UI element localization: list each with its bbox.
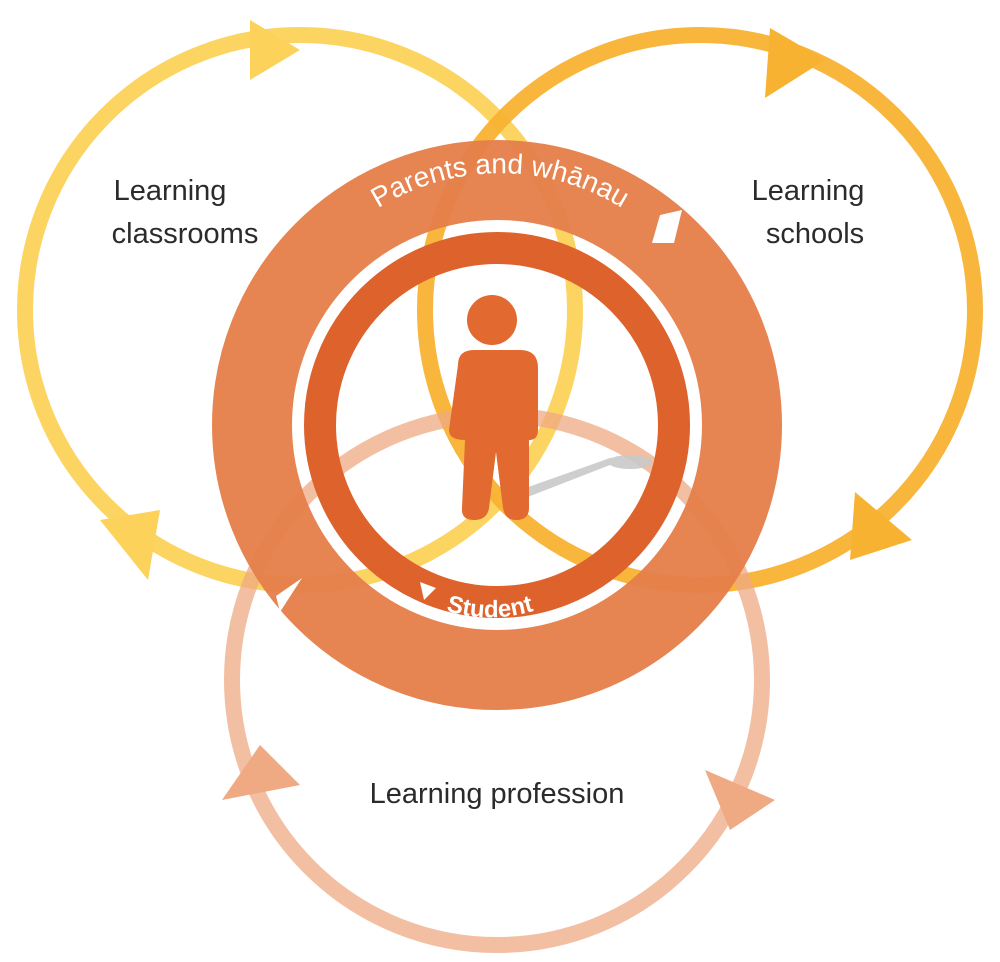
profession-arrow-right-icon [705, 770, 775, 830]
learning-classrooms-label-line1: Learning [114, 175, 227, 207]
learning-schools-label-line2: schools [766, 218, 864, 250]
classrooms-arrow-left-icon [100, 510, 160, 580]
parents-and-whanau-ring: Parents and whānau [212, 140, 782, 710]
outer-ring-arrow-top-icon [652, 210, 682, 243]
schools-arrow-top-icon [765, 28, 825, 98]
outer-ring-arrow-bottom-icon [276, 578, 302, 612]
student-ring: Student [304, 232, 690, 623]
classrooms-arrow-top-icon [250, 20, 300, 80]
inner-ring-arrow-icon [420, 582, 436, 600]
learning-classrooms-label-line2: classrooms [112, 218, 259, 250]
learning-schools-label-line1: Learning [752, 175, 865, 207]
learning-profession-label: Learning profession [370, 778, 625, 810]
schools-arrow-right-icon [850, 492, 912, 560]
student-figure-icon [449, 295, 652, 520]
profession-arrow-left-icon [222, 745, 300, 800]
figure-shadow [520, 455, 652, 500]
